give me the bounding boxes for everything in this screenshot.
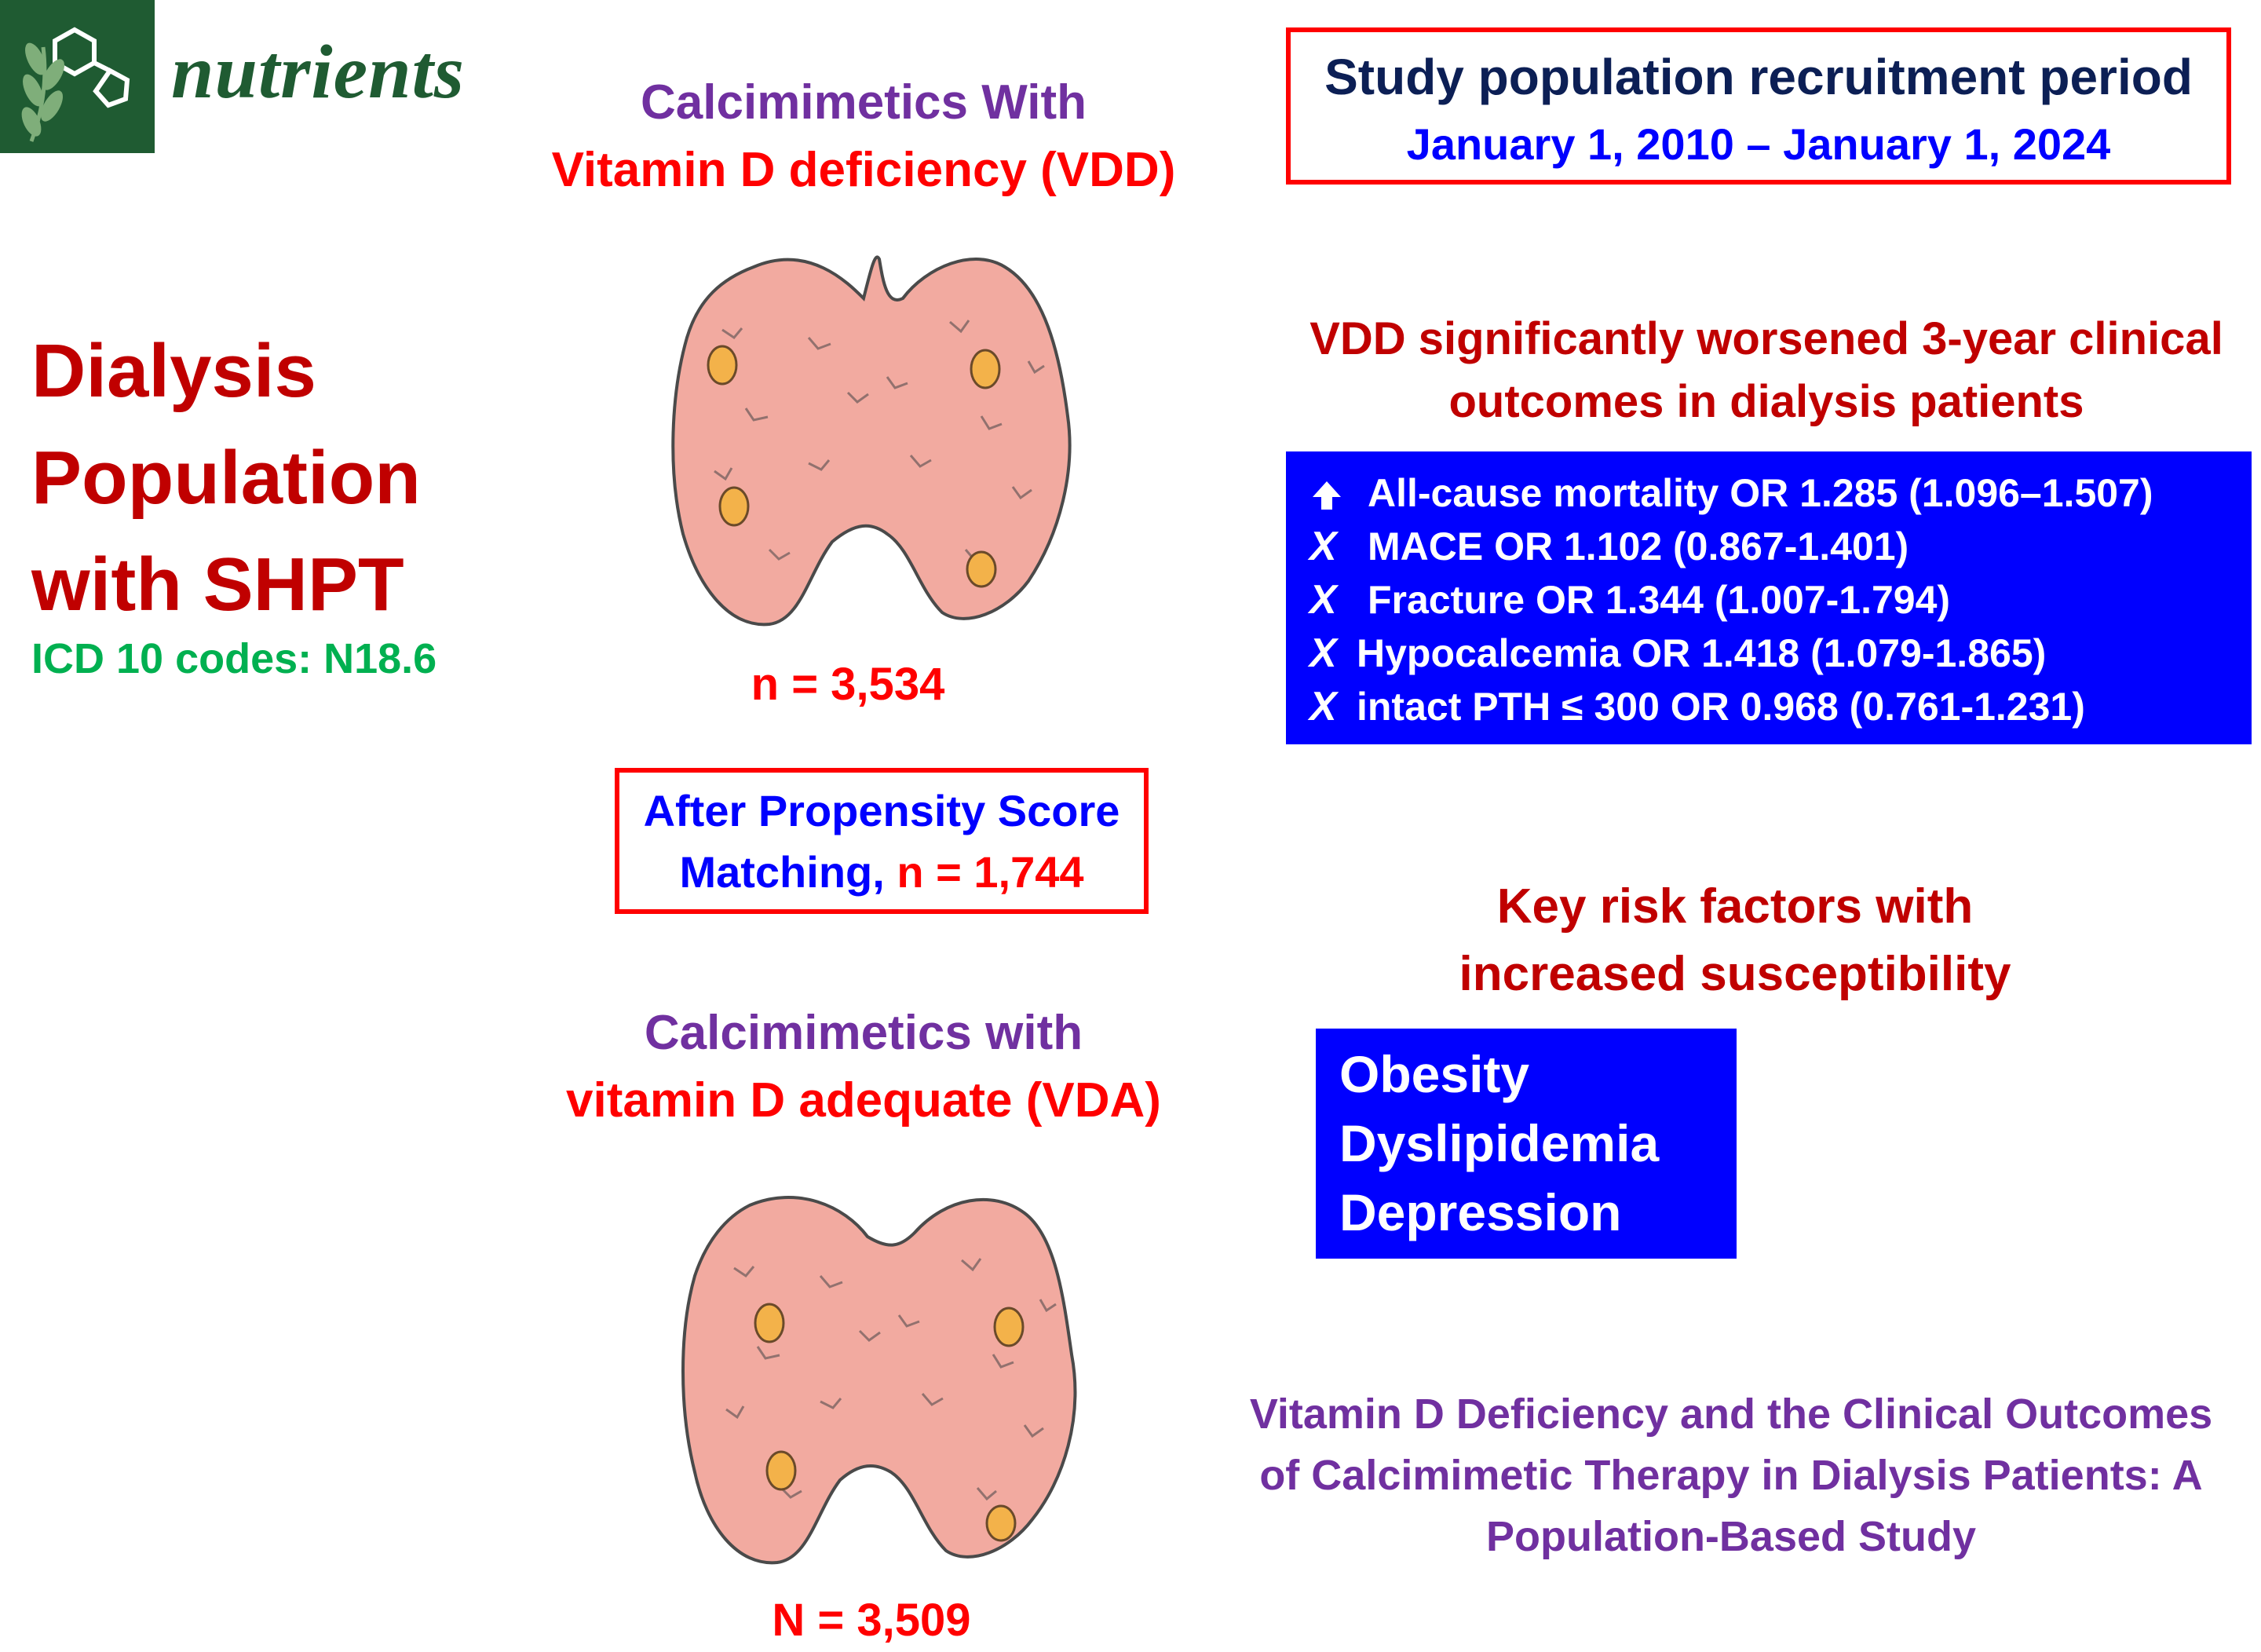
- risk-factor: Obesity: [1339, 1045, 1530, 1103]
- vdd-heading-line1: Calcimimetics With: [641, 75, 1087, 130]
- parathyroid-gland-icon: [671, 255, 1072, 627]
- x-icon: X: [1309, 630, 1337, 676]
- outcomes-box: All-cause mortality OR 1.285 (1.096–1.50…: [1286, 451, 2252, 744]
- psm-count: n = 1,744: [897, 847, 1084, 897]
- recruitment-dates: January 1, 2010 – January 1, 2024: [1406, 119, 2111, 169]
- risk-factor: Depression: [1339, 1183, 1622, 1241]
- paper-title-line: of Calcimimetic Therapy in Dialysis Pati…: [1259, 1452, 2203, 1499]
- population-title-line: Population: [31, 436, 421, 520]
- x-icon: X: [1309, 684, 1337, 729]
- psm-line1: After Propensity Score: [643, 786, 1120, 835]
- recruitment-title: Study population recruitment period: [1324, 49, 2193, 105]
- risk-heading-line2: increased susceptibility: [1459, 947, 2011, 1001]
- vda-heading: Calcimimetics with vitamin D adequate (V…: [471, 1000, 1256, 1135]
- outcome-row: X Hypocalcemia OR 1.418 (1.079-1.865): [1309, 627, 2046, 679]
- recruitment-period-box: Study population recruitment period Janu…: [1286, 27, 2231, 185]
- x-icon: X: [1309, 524, 1337, 569]
- paper-title-line: Vitamin D Deficiency and the Clinical Ou…: [1249, 1391, 2213, 1438]
- outcome-text: All-cause mortality OR 1.285 (1.096–1.50…: [1368, 471, 2153, 515]
- mdpi-nutrients-logo-icon: [0, 0, 155, 153]
- paper-title: Vitamin D Deficiency and the Clinical Ou…: [1209, 1383, 2253, 1567]
- population-title-line: Dialysis: [31, 329, 316, 413]
- risk-factor: Dyslipidemia: [1339, 1114, 1660, 1172]
- x-icon: X: [1309, 577, 1337, 623]
- journal-name: nutrients: [171, 30, 465, 115]
- vda-heading-line2: vitamin D adequate (VDA): [566, 1073, 1161, 1128]
- parathyroid-gland-icon: [681, 1196, 1077, 1565]
- outcome-text: MACE OR 1.102 (0.867-1.401): [1368, 524, 1909, 568]
- icd-codes: ICD 10 codes: N18.6: [31, 635, 437, 682]
- outcome-text: intact PTH ≤ 300 OR 0.968 (0.761-1.231): [1357, 685, 2085, 729]
- vda-heading-line1: Calcimimetics with: [644, 1006, 1083, 1060]
- vda-count: N = 3,509: [772, 1595, 971, 1646]
- outcome-row: All-cause mortality OR 1.285 (1.096–1.50…: [1309, 467, 2153, 519]
- vdd-heading-line2: Vitamin D deficiency (VDD): [551, 143, 1176, 197]
- psm-line2: Matching, n = 1,744: [619, 842, 1144, 903]
- vdd-heading: Calcimimetics With Vitamin D deficiency …: [471, 69, 1256, 204]
- finding-line2: outcomes in dialysis patients: [1448, 376, 2084, 427]
- finding-line1: VDD significantly worsened 3-year clinic…: [1309, 313, 2223, 364]
- journal-logo-icon: [0, 0, 155, 153]
- paper-title-line: Population-Based Study: [1485, 1513, 1977, 1560]
- finding-heading: VDD significantly worsened 3-year clinic…: [1272, 308, 2261, 433]
- outcome-row: X Fracture OR 1.344 (1.007-1.794): [1309, 574, 1950, 626]
- up-arrow-icon: [1309, 467, 1357, 519]
- outcome-text: Hypocalcemia OR 1.418 (1.079-1.865): [1357, 631, 2047, 675]
- psm-line2-prefix: Matching,: [679, 847, 885, 897]
- vdd-count: n = 3,534: [751, 659, 945, 710]
- population-title-line: with SHPT: [31, 543, 404, 627]
- risk-heading: Key risk factors with increased suscepti…: [1256, 873, 2214, 1008]
- risk-heading-line1: Key risk factors with: [1496, 879, 1974, 934]
- propensity-score-box: After Propensity Score Matching, n = 1,7…: [615, 768, 1149, 914]
- outcome-text: Fracture OR 1.344 (1.007-1.794): [1368, 578, 1951, 622]
- risk-factors-box: Obesity Dyslipidemia Depression: [1316, 1029, 1737, 1259]
- population-title: Dialysis Population with SHPT: [31, 318, 502, 638]
- outcome-row: X MACE OR 1.102 (0.867-1.401): [1309, 521, 1909, 572]
